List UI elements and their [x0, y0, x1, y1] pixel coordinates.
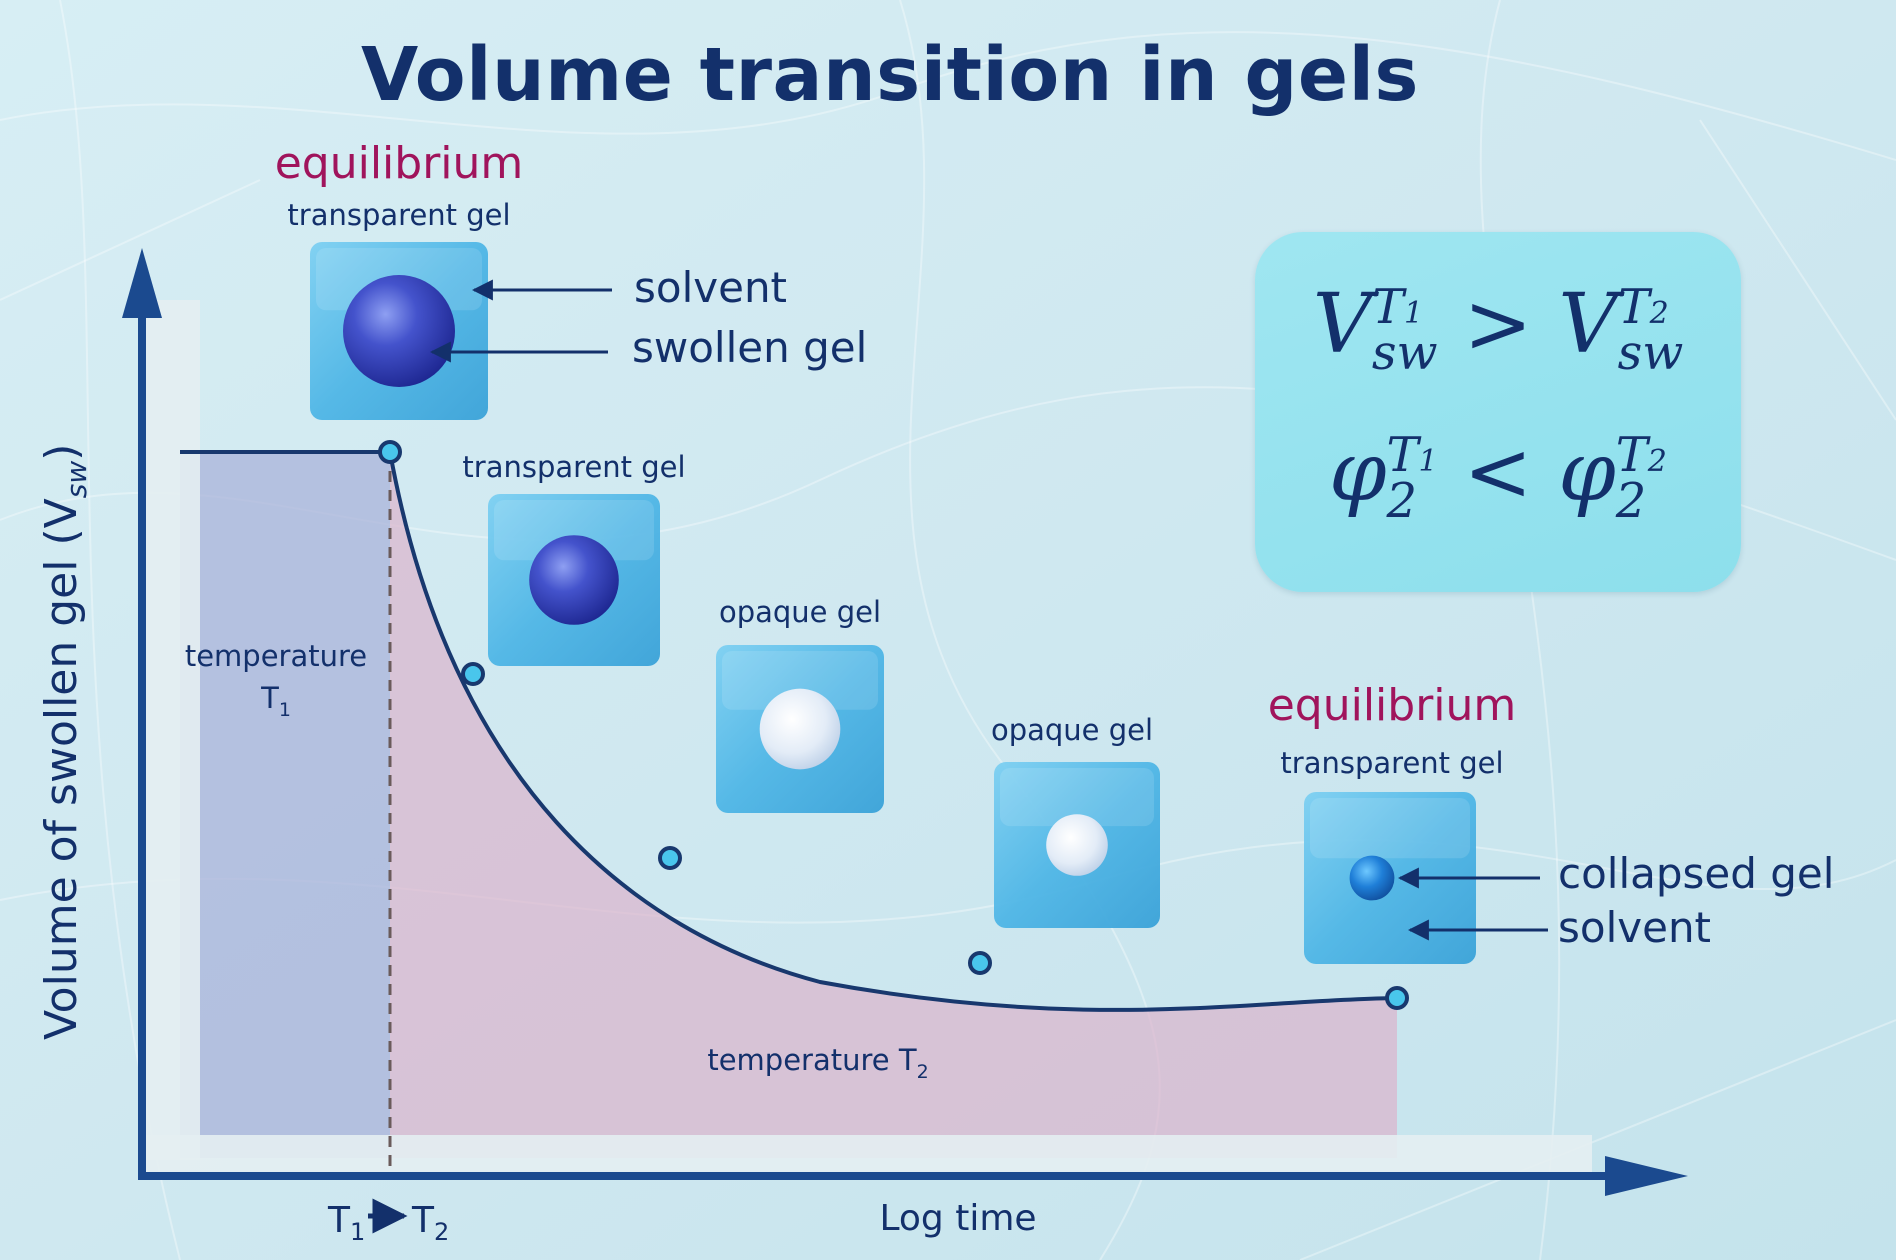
y-axis-arrow [122, 248, 162, 318]
gel-core [1046, 814, 1108, 876]
stage-gel-label: transparent gel [1280, 746, 1503, 780]
stage-state-label: equilibrium [1268, 680, 1517, 731]
eq1-lhs-sup: T1 [1372, 283, 1438, 331]
curve-points [378, 440, 1409, 1010]
region-left-t-sub: 1 [279, 699, 291, 721]
gel-cube-stage-5 [1304, 792, 1476, 964]
eq1-lhs-sup-num: 1 [1403, 295, 1424, 331]
axes [122, 248, 1688, 1196]
eq2-rhs-sup: T2 [1616, 431, 1667, 479]
gel-cube-highlight [1000, 768, 1154, 827]
stage-gel-label: transparent gel [287, 198, 510, 232]
eq1-rhs-sub: sw [1617, 324, 1684, 381]
gel-cube-stage-4 [994, 762, 1160, 928]
eq2-lhs-sup-num: 1 [1418, 443, 1438, 479]
stage-gel-label: transparent gel [462, 450, 685, 484]
eq1-operator: > [1463, 277, 1533, 372]
x-axis-arrow [1605, 1156, 1688, 1196]
eq1-lhs-sub: sw [1371, 324, 1438, 381]
region-left-label-line2: T1 [260, 681, 291, 721]
gel-core [529, 535, 619, 625]
gel-cube-stage-3 [716, 645, 884, 813]
gel-core [759, 688, 841, 770]
eq2-operator: < [1463, 425, 1533, 520]
eq2-lhs-sub: 2 [1386, 472, 1418, 529]
gel-core [343, 275, 455, 387]
region-right-label: temperature T2 [707, 1043, 928, 1083]
background-fiber [59, 0, 181, 1260]
x-tick-t2-sub: 2 [434, 1218, 449, 1246]
eq2-rhs-sup-num: 2 [1647, 443, 1667, 479]
eq2-lhs-sup: T1 [1387, 431, 1438, 479]
eq1-rhs-sup-num: 2 [1649, 295, 1669, 331]
background-fiber [0, 179, 261, 301]
x-tick-t1: T1 [327, 1200, 365, 1246]
curve-point [1385, 986, 1409, 1010]
x-tick-t2-main: T [411, 1200, 435, 1241]
gel-cube-highlight [1310, 798, 1470, 859]
curve-point [658, 846, 682, 870]
eq2-rhs: φ [1558, 425, 1616, 520]
region-temperature-t2 [390, 452, 1397, 1158]
x-axis-label: Log time [879, 1198, 1036, 1239]
gel-core [1349, 855, 1395, 901]
x-axis-shadow [142, 1135, 1592, 1175]
curve-point [461, 662, 485, 686]
region-right-sub: 2 [917, 1061, 929, 1083]
x-tick-t2: T2 [411, 1200, 449, 1246]
gel-cube-stage-2 [488, 494, 660, 666]
diagram-title: Volume transition in gels [361, 32, 1419, 118]
background-fiber [0, 31, 1896, 161]
y-axis-label-sub: sw [60, 461, 93, 499]
gel-cube-highlight [722, 651, 878, 710]
x-tick-transition: T1 T2 [327, 1198, 449, 1246]
eq1-rhs: V [1558, 277, 1618, 372]
stage-gel-label: opaque gel [991, 713, 1153, 747]
stage-labels: equilibrium transparent gel transparent ge… [275, 138, 1517, 780]
y-axis-label-main: Volume of swollen gel (V [36, 498, 87, 1040]
background-fiber [1699, 119, 1896, 421]
y-axis-label-close: ) [36, 444, 87, 461]
gel-cube-highlight [494, 500, 654, 561]
x-tick-t1-main: T [327, 1200, 351, 1241]
callout-bottom-collapsed: collapsed gel [1558, 849, 1834, 898]
y-axis-shadow [142, 300, 200, 1160]
eq1-rhs-sup: T2 [1618, 283, 1684, 331]
eq2-rhs-sup-t: T [1615, 426, 1648, 483]
volume-curve [180, 450, 1398, 1012]
stage-gel-label: opaque gel [719, 595, 881, 629]
region-left-t: T [260, 681, 279, 715]
gel-cube-stage-1 [310, 242, 488, 420]
x-tick-t1-sub: 1 [350, 1218, 365, 1246]
gel-cubes [310, 242, 1476, 964]
eq1-rhs-sup-t: T [1617, 278, 1650, 335]
callout-arrows [429, 279, 1548, 941]
stage-state-label: equilibrium [275, 138, 524, 189]
callout-bottom-solvent: solvent [1558, 903, 1711, 952]
y-axis-label: Volume of swollen gel (Vsw) [36, 444, 93, 1040]
region-left-label-line1: temperature [185, 639, 367, 673]
callout-top-solvent: solvent [634, 263, 787, 312]
curve-point [968, 951, 992, 975]
eq2-lhs: φ [1329, 425, 1387, 520]
region-right-text: temperature T [707, 1043, 917, 1077]
curve-point [378, 440, 402, 464]
eq2-lhs-sup-t: T [1386, 426, 1419, 483]
callout-top-swollen: swollen gel [632, 323, 867, 372]
eq1-lhs-sup-t: T [1371, 278, 1404, 335]
background-fiber [1299, 1019, 1896, 1260]
eq1-lhs: V [1312, 277, 1372, 372]
region-temperature-t1 [180, 452, 390, 1158]
eq2-rhs-sub: 2 [1615, 472, 1647, 529]
